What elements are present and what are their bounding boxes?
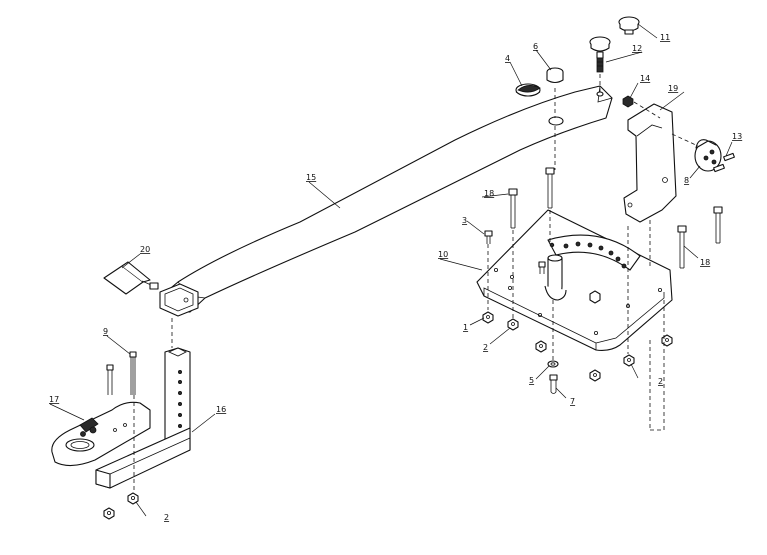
cap-12	[589, 36, 611, 73]
callout-2-hitch: 2	[164, 513, 169, 522]
knob-8	[694, 139, 735, 173]
callout-14: 14	[640, 74, 650, 83]
callout-18-left: 18	[484, 189, 494, 198]
bolt-18-center	[545, 167, 555, 209]
callout-5: 5	[529, 376, 534, 385]
nut-14	[622, 95, 634, 108]
assembly-lines	[133, 74, 699, 492]
bolt-7	[549, 374, 558, 394]
safety-chain-handle	[103, 261, 159, 295]
hitch-bar	[95, 427, 191, 489]
cap-6	[546, 67, 564, 84]
plug-4	[515, 83, 541, 97]
bolt-9	[106, 351, 137, 395]
callout-2-plate-right: 2	[658, 377, 663, 386]
callout-10: 10	[438, 250, 448, 259]
small-bolt-plate	[589, 290, 601, 304]
callout-15: 15	[306, 173, 316, 182]
callout-12: 12	[632, 44, 642, 53]
nut-2-hitch	[103, 492, 139, 520]
callout-labels: 1 2 2 2 3 4 5 6 7 8 9 10 11 12 13 14 15 …	[49, 33, 742, 522]
base-plate	[476, 209, 673, 351]
callout-11: 11	[660, 33, 670, 42]
callout-13: 13	[732, 132, 742, 141]
upright-bracket	[623, 103, 677, 223]
callout-17: 17	[49, 395, 59, 404]
tongue-tube	[159, 85, 613, 317]
nuts-under-plate	[482, 311, 673, 382]
callout-19: 19	[668, 84, 678, 93]
coupler	[51, 401, 151, 467]
bolt-3	[484, 230, 493, 244]
callout-18-right: 18	[700, 258, 710, 267]
leader-lines	[49, 23, 733, 517]
callout-9: 9	[103, 327, 108, 336]
callout-1: 1	[463, 323, 468, 332]
callout-8: 8	[684, 176, 689, 185]
bolt-far-right	[713, 206, 723, 244]
bolt-pivot	[538, 261, 546, 274]
callout-4: 4	[505, 54, 510, 63]
callout-16: 16	[216, 405, 226, 414]
callout-7: 7	[570, 397, 575, 406]
callout-6: 6	[533, 42, 538, 51]
washer-5	[547, 360, 559, 368]
callout-2-plate-left: 2	[483, 343, 488, 352]
callout-3: 3	[462, 216, 467, 225]
cap-11	[618, 16, 640, 35]
bolt-18-left	[508, 188, 518, 229]
callout-20: 20	[140, 245, 150, 254]
bolt-18-right	[677, 225, 687, 269]
